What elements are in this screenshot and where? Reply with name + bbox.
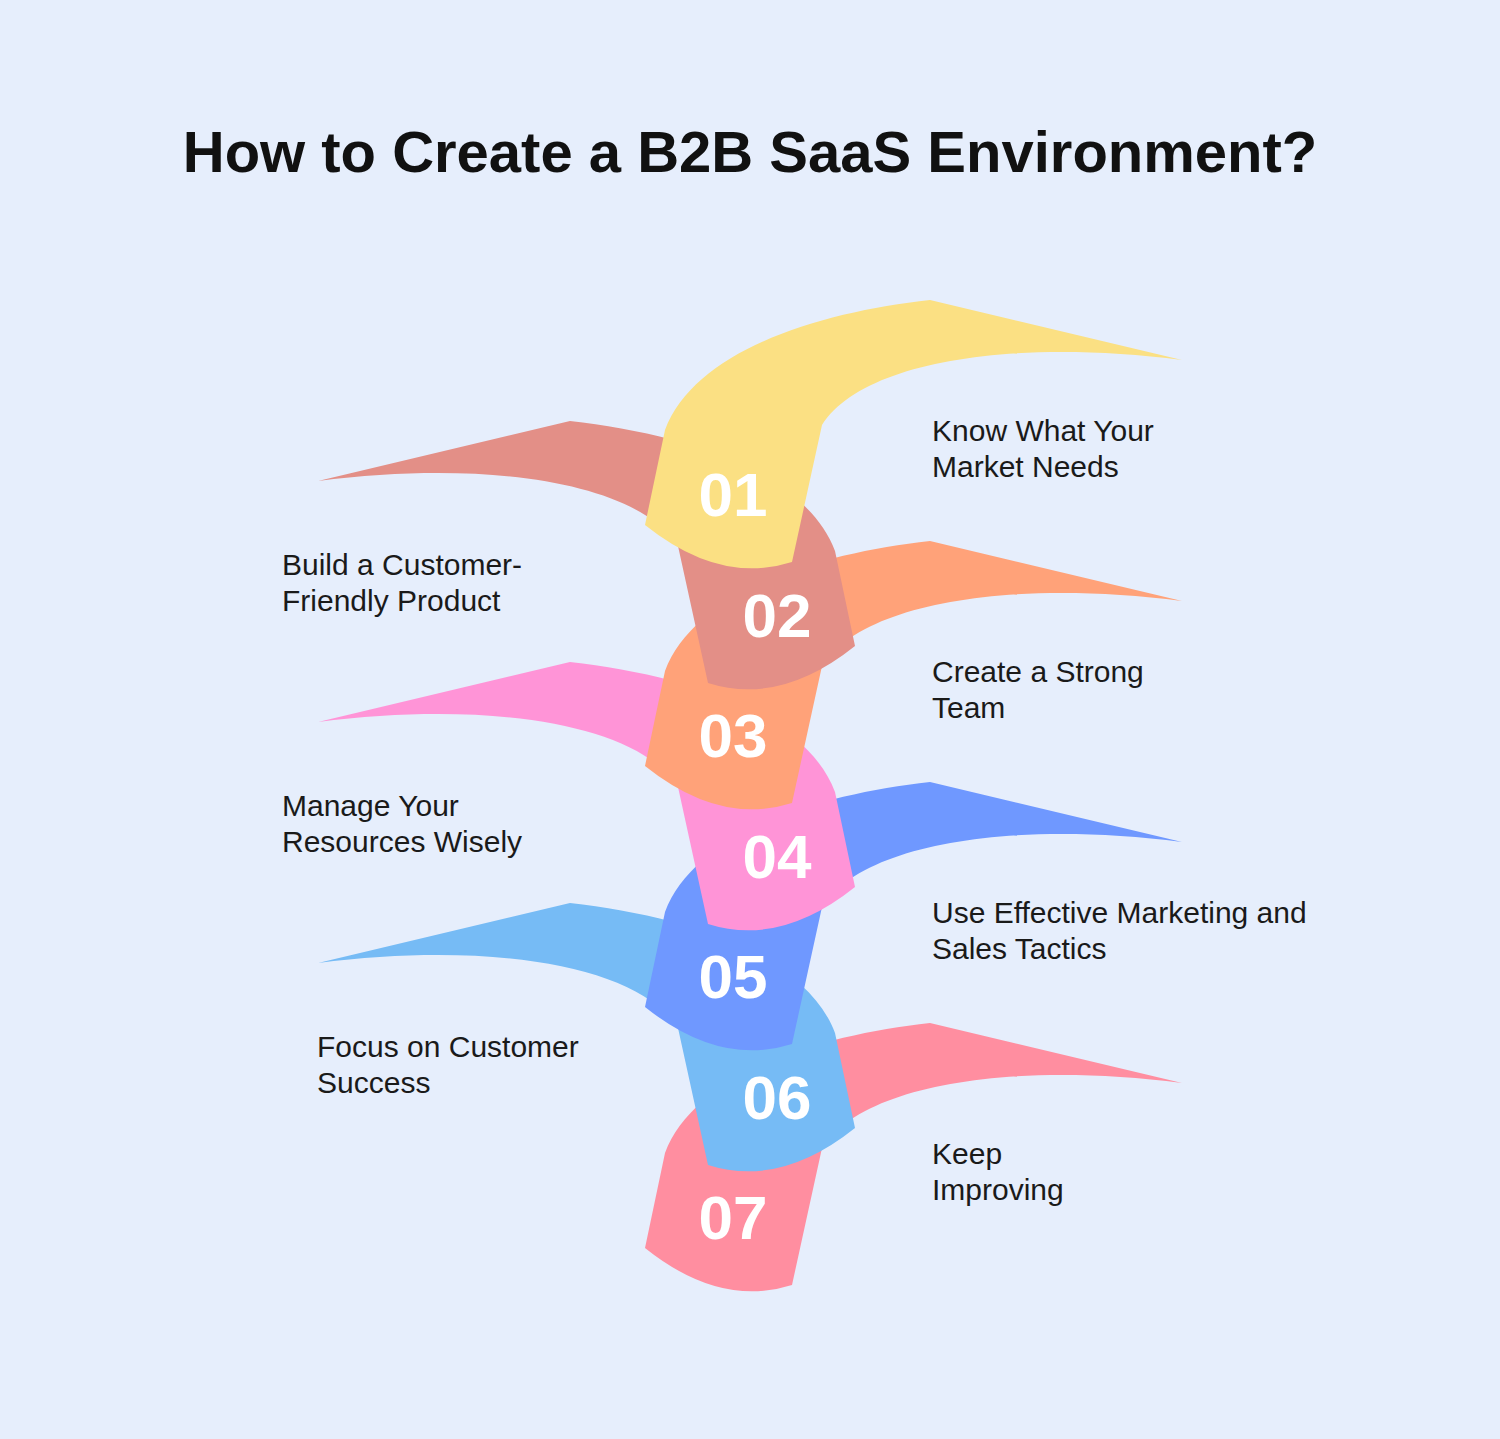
ribbon-shape xyxy=(280,290,1340,610)
label-wrap: Create a Strong Team xyxy=(932,654,1192,726)
number-wrap: 06 xyxy=(743,1063,812,1133)
title-wrap: How to Create a B2B SaaS Environment? xyxy=(0,118,1500,185)
step-label: Know What Your Market Needs xyxy=(932,413,1222,485)
step-number: 07 xyxy=(699,1183,768,1253)
step-label: Focus on Customer Success xyxy=(317,1029,637,1101)
label-wrap: Manage Your Resources Wisely xyxy=(282,788,582,860)
step-label: Use Effective Marketing and Sales Tactic… xyxy=(932,895,1307,967)
step-number: 05 xyxy=(699,942,768,1012)
step-number: 03 xyxy=(699,701,768,771)
step-number: 06 xyxy=(743,1063,812,1133)
step-number: 02 xyxy=(743,581,812,651)
step-label: Create a Strong Team xyxy=(932,654,1192,726)
label-wrap: Know What Your Market Needs xyxy=(932,413,1222,485)
title: How to Create a B2B SaaS Environment? xyxy=(0,118,1500,185)
number-wrap: 03 xyxy=(699,701,768,771)
step-label: Keep Improving xyxy=(932,1136,1122,1208)
label-wrap: Use Effective Marketing and Sales Tactic… xyxy=(932,895,1307,967)
ribbon-step: 01 Know What Your Market Needs xyxy=(280,290,1340,610)
step-number: 04 xyxy=(743,822,812,892)
number-wrap: 07 xyxy=(699,1183,768,1253)
label-wrap: Build a Customer-Friendly Product xyxy=(282,547,572,619)
ribbon-path xyxy=(645,1023,1182,1291)
ribbon-path xyxy=(318,903,855,1171)
number-wrap: 02 xyxy=(743,581,812,651)
step-number: 01 xyxy=(699,460,768,530)
number-wrap: 04 xyxy=(743,822,812,892)
number-wrap: 01 xyxy=(699,460,768,530)
label-wrap: Keep Improving xyxy=(932,1136,1122,1208)
step-label: Manage Your Resources Wisely xyxy=(282,788,582,860)
step-label: Build a Customer-Friendly Product xyxy=(282,547,572,619)
number-wrap: 05 xyxy=(699,942,768,1012)
label-wrap: Focus on Customer Success xyxy=(317,1029,637,1101)
